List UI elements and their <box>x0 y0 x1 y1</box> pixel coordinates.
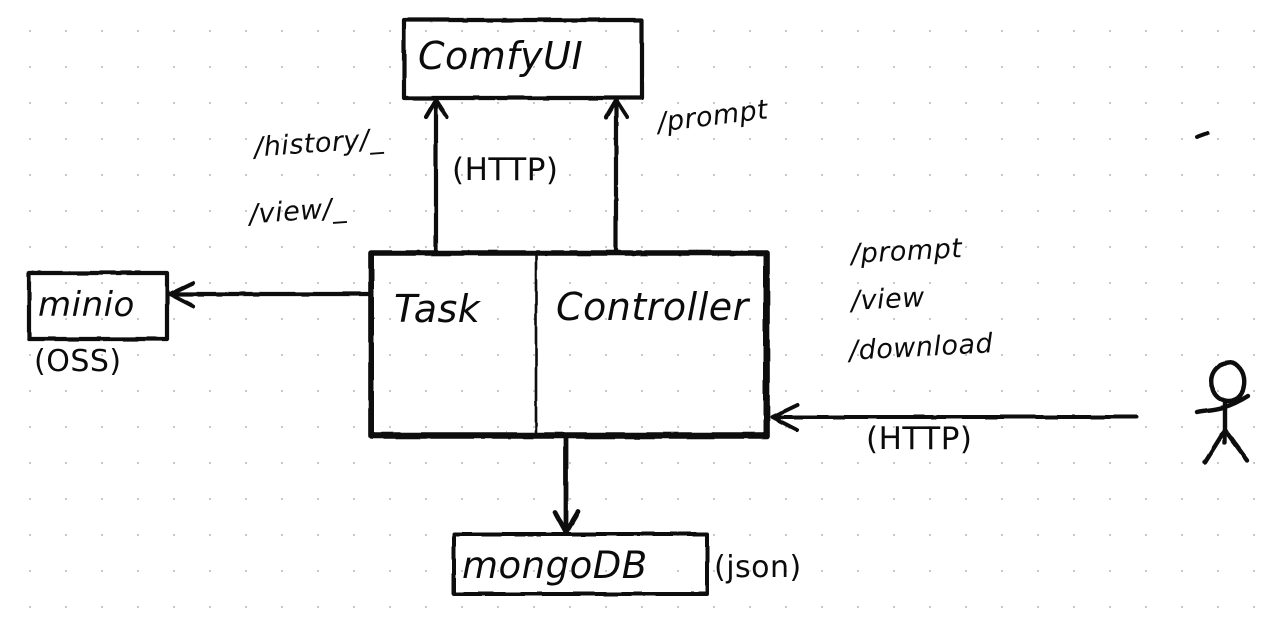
stray-pen-mark <box>1195 131 1210 139</box>
edge-label-view-right: /view <box>850 282 926 317</box>
minio-sublabel: (OSS) <box>34 344 122 379</box>
comfyui-box-outline <box>401 17 645 101</box>
controller-label: Controller <box>556 285 749 329</box>
arrow-actor-to-controller-strokes <box>770 403 1138 432</box>
minio-label: minio <box>38 285 135 325</box>
edge-label-http-top: (HTTP) <box>452 152 559 188</box>
minio-box-outline <box>26 270 170 342</box>
arrow-task-to-comfyui <box>423 97 450 255</box>
comfyui-label: ComfyUI <box>418 34 584 78</box>
mongodb-label: mongoDB <box>462 544 648 587</box>
task-label: Task <box>394 287 481 331</box>
service-box-outline <box>368 250 770 439</box>
mongodb-sublabel: (json) <box>714 550 802 585</box>
arrow-controller-to-comfyui <box>603 97 630 255</box>
edge-label-prompt-right: /prompt <box>850 233 964 270</box>
actor-stick-figure <box>1194 360 1251 465</box>
arrow-task-to-minio <box>167 280 372 309</box>
mongodb-box-outline <box>452 532 709 596</box>
edge-label-http-right: (HTTP) <box>866 421 973 457</box>
arrow-service-to-mongodb <box>552 434 581 535</box>
